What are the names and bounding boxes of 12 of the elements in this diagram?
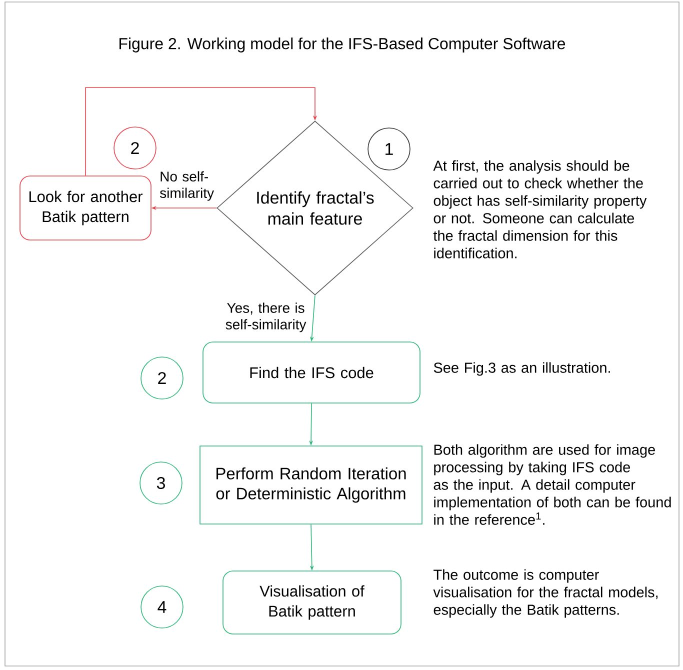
figure-title: Figure 2. Working model for the IFS-Based Computer Software <box>120 38 566 52</box>
process-box: Look for another Batik pattern <box>20 176 152 240</box>
process-box: Find the IFS code <box>202 342 420 404</box>
process-box: Perform Random Iteration or Deterministic Algorithm <box>200 446 422 524</box>
arrow <box>85 87 318 176</box>
description-text: At first, the analysis should be carried out to check whether the object has self-similarity property or not. Someone can calculate the fractal dimension for this identification. <box>433 160 647 258</box>
description-text: Both algorithm are used for image processing by taking IFS code as the input. A detail computer implementation of both can be found in the reference$^{1}$. <box>434 444 671 525</box>
edge-label: No self-similarity <box>158 170 219 202</box>
process-box: Visualisation of Batik pattern <box>222 570 402 634</box>
description-text: The outcome is computer visualisation for the fractal models, especially the Batik patterns. <box>433 569 658 618</box>
edge-label: Yes, there is self-similarity <box>220 302 311 334</box>
description-text: See Fig.3 as an illustration. <box>434 362 610 376</box>
